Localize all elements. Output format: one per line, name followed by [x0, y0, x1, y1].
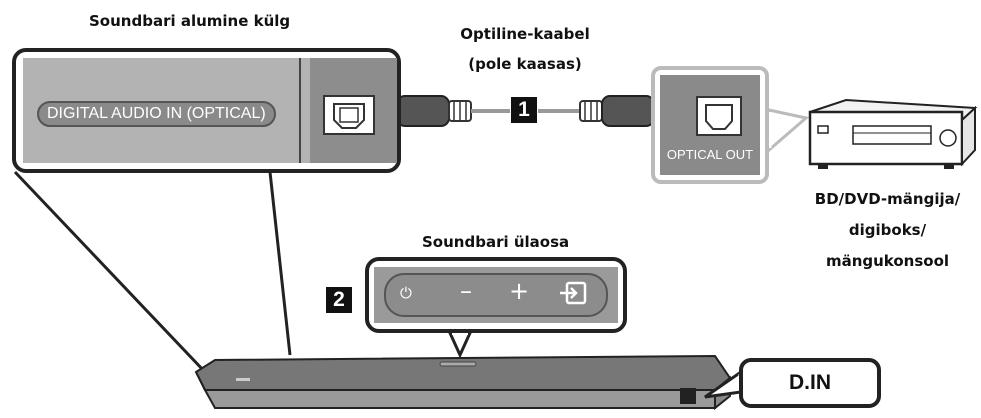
bottom-side-callout: DIGITAL AUDIO IN (OPTICAL)	[12, 48, 401, 173]
led-indicator	[680, 388, 696, 404]
bd-dvd-player-device	[808, 98, 978, 169]
optical-out-panel: OPTICAL OUT	[660, 75, 760, 175]
label-cable: Optiline-kaabel (pole kaasas)	[455, 24, 595, 74]
top-panel-callout: ⏻ – +	[365, 257, 627, 333]
step-1-badge: 1	[511, 97, 537, 123]
top-panel-surface: ⏻ – +	[374, 267, 618, 323]
label-cable-line2: (pole kaasas)	[468, 55, 582, 73]
soundbar-body	[194, 354, 732, 411]
bottom-side-panel: DIGITAL AUDIO IN (OPTICAL)	[23, 58, 397, 163]
label-device: BD/DVD-mängija/ digiboks/ mängukonsool	[800, 184, 975, 277]
optical-out-port-icon	[696, 96, 742, 136]
label-bottom-side: Soundbari alumine külg	[89, 12, 291, 30]
label-device-line2: digiboks/	[848, 221, 927, 239]
callout-line-right	[268, 171, 292, 356]
callout-wedge-device	[767, 108, 810, 154]
d-in-indicator: D.IN	[739, 358, 881, 408]
label-cable-line1: Optiline-kaabel	[460, 25, 590, 43]
label-device-line3: mängukonsool	[825, 252, 950, 270]
step-2-badge: 2	[326, 287, 352, 313]
optical-out-callout: OPTICAL OUT	[651, 66, 769, 184]
optical-in-port-area	[310, 58, 397, 163]
minus-icon[interactable]: –	[460, 277, 472, 305]
digital-audio-in-label: DIGITAL AUDIO IN (OPTICAL)	[37, 101, 276, 127]
label-device-line1: BD/DVD-mängija/	[814, 190, 961, 208]
button-strip: ⏻ – +	[384, 273, 608, 317]
plus-icon[interactable]: +	[509, 277, 530, 305]
label-top-side: Soundbari ülaosa	[422, 233, 570, 251]
power-icon[interactable]: ⏻	[400, 284, 412, 302]
optical-out-label: OPTICAL OUT	[666, 147, 754, 162]
callout-line-left	[13, 170, 207, 374]
optical-in-port-icon	[323, 95, 375, 135]
input-source-icon[interactable]	[558, 280, 588, 306]
panel-divider	[299, 58, 301, 163]
